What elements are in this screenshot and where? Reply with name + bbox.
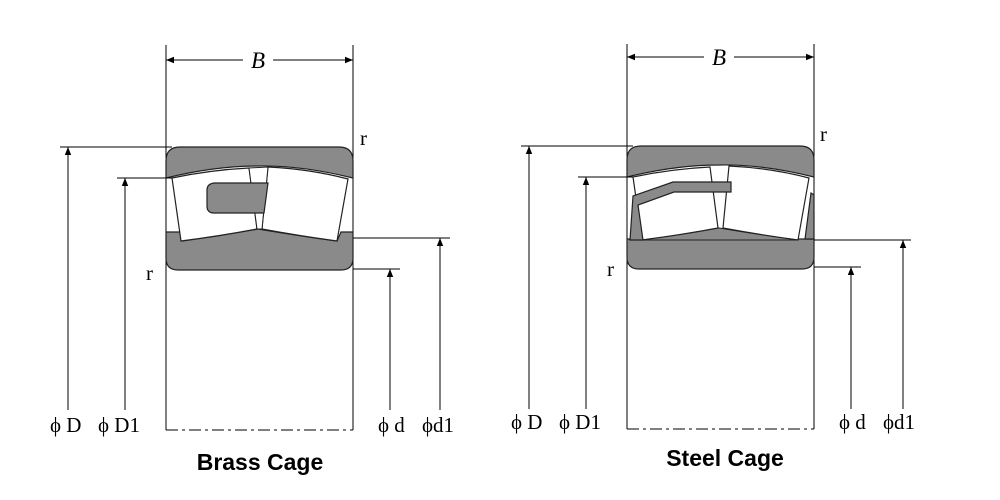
brass-cage-diagram: B r r ϕ D ϕ D1 ϕ d ϕd1 Brass Cage [50,45,454,475]
radius-label-top: r [820,122,827,146]
roller-left [632,166,719,241]
steel-cage-diagram: B r r ϕ D ϕ D1 ϕ d ϕd1 Steel Cage [511,44,915,471]
label-bore-diameter: ϕ d [378,413,405,437]
outer-ring [626,145,815,178]
label-d1-outer: ϕ D1 [559,410,601,434]
width-label: B [251,48,265,73]
brass-cage [206,182,269,214]
label-outer-diameter: ϕ D [50,413,81,437]
diagram-title: Brass Cage [197,449,324,475]
width-label: B [712,45,726,70]
label-d1-inner: ϕd1 [422,413,454,437]
diagram-title: Steel Cage [666,445,784,471]
radius-label-top: r [360,126,367,150]
label-outer-diameter: ϕ D [511,410,542,434]
steel-cage [629,181,732,241]
label-bore-diameter: ϕ d [839,410,866,434]
steel-cage-right [804,191,815,240]
roller-right [722,165,810,241]
inner-ring [626,238,815,270]
roller-right [261,166,349,242]
radius-label-bottom: r [146,261,153,285]
outer-ring [165,146,354,179]
label-d1-inner: ϕd1 [883,410,915,434]
label-d1-outer: ϕ D1 [98,413,140,437]
radius-label-bottom: r [607,257,614,281]
